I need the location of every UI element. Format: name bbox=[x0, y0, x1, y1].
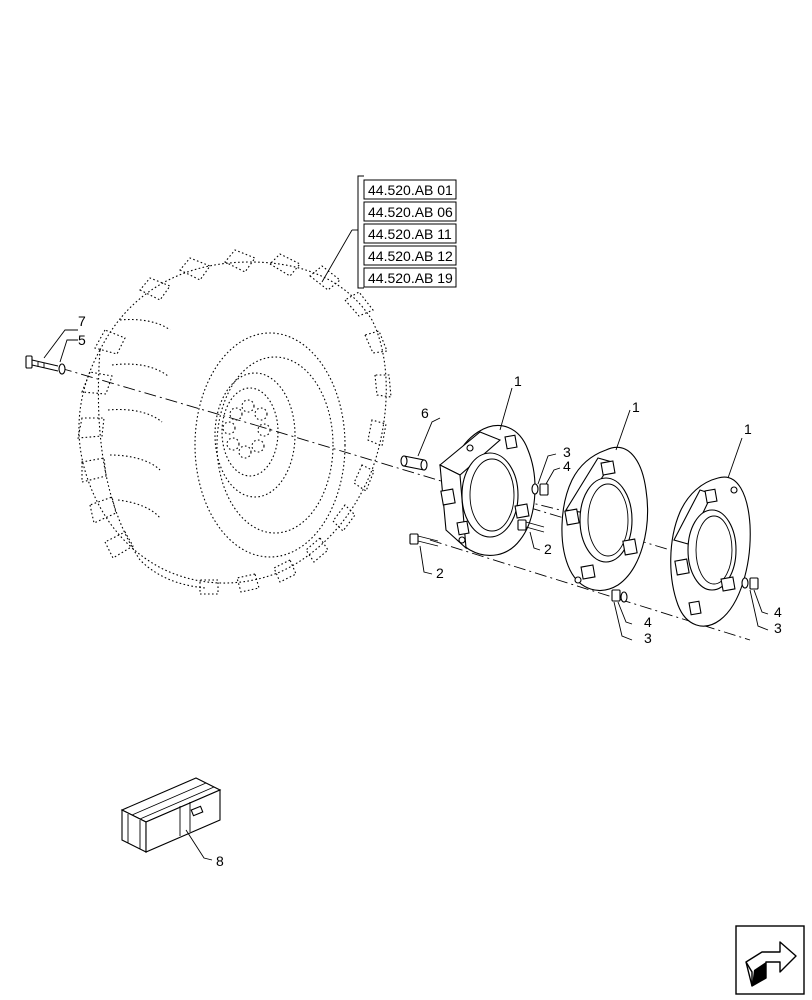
callout-8: 8 bbox=[216, 853, 224, 869]
callout-3-top: 3 bbox=[563, 444, 571, 460]
callout-4-right: 4 bbox=[774, 604, 782, 620]
reference-code-list: 44.520.AB 01 44.520.AB 06 44.520.AB 11 4… bbox=[321, 175, 457, 289]
wheel-weight-outer bbox=[670, 476, 751, 627]
callout-3-right: 3 bbox=[774, 620, 782, 636]
leader-4-top bbox=[545, 467, 561, 485]
callout-4-top: 4 bbox=[563, 458, 571, 474]
leader-1-outer bbox=[727, 437, 743, 479]
bolt-mid bbox=[517, 519, 545, 533]
ref-code-2[interactable]: 44.520.AB 06 bbox=[368, 204, 453, 220]
callout-3-bottom: 3 bbox=[644, 630, 652, 646]
next-page-arrow-icon[interactable] bbox=[735, 925, 805, 995]
callout-1-inner: 1 bbox=[514, 373, 522, 389]
nut-washer-right bbox=[741, 577, 759, 590]
leader-6 bbox=[417, 417, 441, 457]
leader-1-inner bbox=[499, 387, 513, 431]
leader-3-bottom bbox=[613, 601, 633, 641]
spacer-pin bbox=[400, 455, 428, 471]
callout-7: 7 bbox=[78, 313, 86, 329]
ref-code-4[interactable]: 44.520.AB 12 bbox=[368, 248, 453, 264]
callout-4-bottom: 4 bbox=[644, 614, 652, 630]
kit-crate bbox=[120, 777, 222, 853]
ref-code-3[interactable]: 44.520.AB 11 bbox=[368, 226, 452, 242]
leader-4-bottom bbox=[617, 601, 633, 625]
leader-3-right bbox=[749, 589, 769, 631]
wheel-weight-inner bbox=[438, 425, 536, 556]
callout-1-outer: 1 bbox=[744, 421, 752, 437]
nut-washer-top bbox=[531, 483, 549, 496]
leader-4-right bbox=[753, 589, 769, 615]
leader-7 bbox=[43, 329, 78, 359]
callout-1-middle: 1 bbox=[632, 399, 640, 415]
callout-6: 6 bbox=[421, 405, 429, 421]
callout-5: 5 bbox=[78, 332, 86, 348]
callout-2-lower: 2 bbox=[436, 565, 444, 581]
leader-3-top bbox=[537, 453, 557, 485]
bolt-lower-left bbox=[409, 533, 439, 547]
leader-2-lower bbox=[419, 545, 433, 575]
leader-8 bbox=[185, 829, 213, 861]
wheel-weight-middle bbox=[561, 447, 649, 591]
wheel-tire-phantom bbox=[77, 249, 392, 595]
nut-washer-bottom bbox=[611, 589, 628, 603]
ref-code-1[interactable]: 44.520.AB 01 bbox=[368, 182, 453, 198]
ref-code-5[interactable]: 44.520.AB 19 bbox=[368, 270, 453, 286]
leader-5 bbox=[59, 339, 78, 363]
callout-2-mid: 2 bbox=[544, 541, 552, 557]
bolt-long-assembly bbox=[25, 355, 66, 375]
leader-1-middle bbox=[615, 409, 631, 451]
leader-2-mid bbox=[529, 531, 541, 551]
